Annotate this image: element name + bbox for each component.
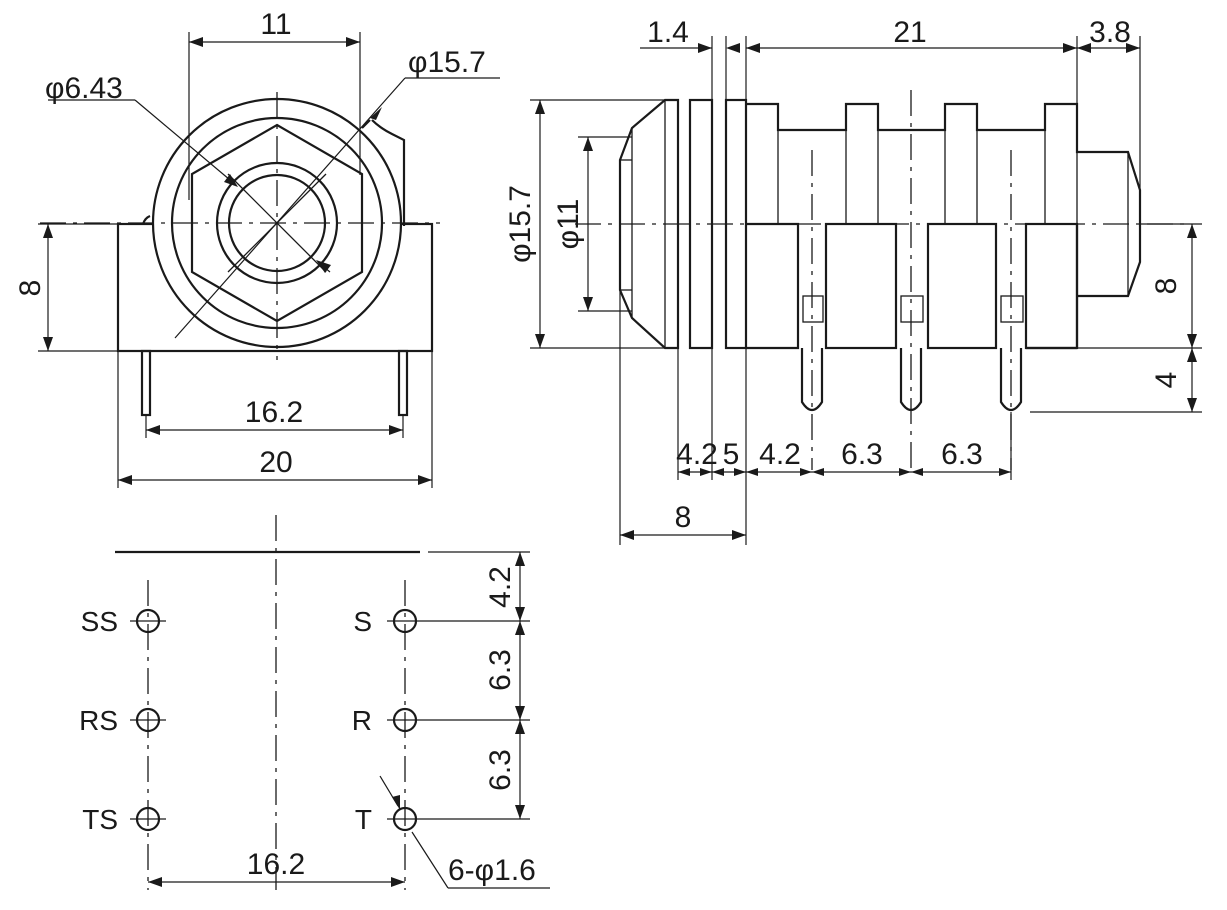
pin-label-ss: SS: [81, 606, 118, 637]
hole-callout-label: 6-φ1.6: [448, 854, 536, 887]
front-pin-span-label: 16.2: [245, 396, 303, 429]
row-span-label: 16.2: [247, 848, 305, 881]
hole-ss: [130, 608, 166, 634]
side-view: 1.4 21 3.8 φ15.7 φ11 8 4: [504, 16, 1202, 545]
pin-length-label: 4: [1150, 372, 1183, 389]
thread-diameter-label: φ11: [552, 199, 585, 250]
segment-c-label: 4.2: [759, 438, 801, 471]
hole-diameter-label: φ6.43: [45, 72, 123, 105]
pcb-footprint: SS RS TS S R T 4.2 6.3 6.3 16.2 6-φ1.6: [79, 515, 550, 890]
front-view: 11 φ6.43 φ15.7 8 16.2 20: [14, 8, 500, 488]
body-length-label: 21: [893, 16, 926, 49]
pin-label-r: R: [352, 705, 372, 736]
tail-length-label: 3.8: [1089, 16, 1131, 49]
segment-a-label: 4.2: [676, 438, 718, 471]
hole-t: [387, 806, 530, 832]
pin-label-rs: RS: [79, 705, 118, 736]
pitch-1-label: 6.3: [484, 649, 517, 691]
pitch-2-label: 6.3: [484, 749, 517, 791]
pin-label-s: S: [353, 606, 372, 637]
front-body-width-label: 20: [259, 446, 292, 479]
hole-rs: [130, 707, 166, 733]
segment-b-label: 5: [723, 438, 740, 471]
segment-e-label: 6.3: [941, 438, 983, 471]
front-height-label: 8: [14, 280, 47, 297]
front-flange-diameter-label: φ15.7: [408, 46, 486, 79]
hole-s: [387, 608, 530, 634]
flange-thickness-label: 1.4: [647, 16, 689, 49]
front-width-label: 11: [260, 8, 291, 41]
segment-d-label: 6.3: [841, 438, 883, 471]
pitch-first-label: 4.2: [484, 566, 517, 608]
pin-label-t: T: [355, 804, 372, 835]
front-length-label: 8: [675, 501, 692, 534]
hole-ts: [130, 806, 166, 832]
side-body-height-label: 8: [1150, 278, 1183, 295]
pin-label-ts: TS: [82, 804, 118, 835]
side-flange-diameter-label: φ15.7: [504, 185, 537, 263]
hole-r: [387, 707, 530, 733]
